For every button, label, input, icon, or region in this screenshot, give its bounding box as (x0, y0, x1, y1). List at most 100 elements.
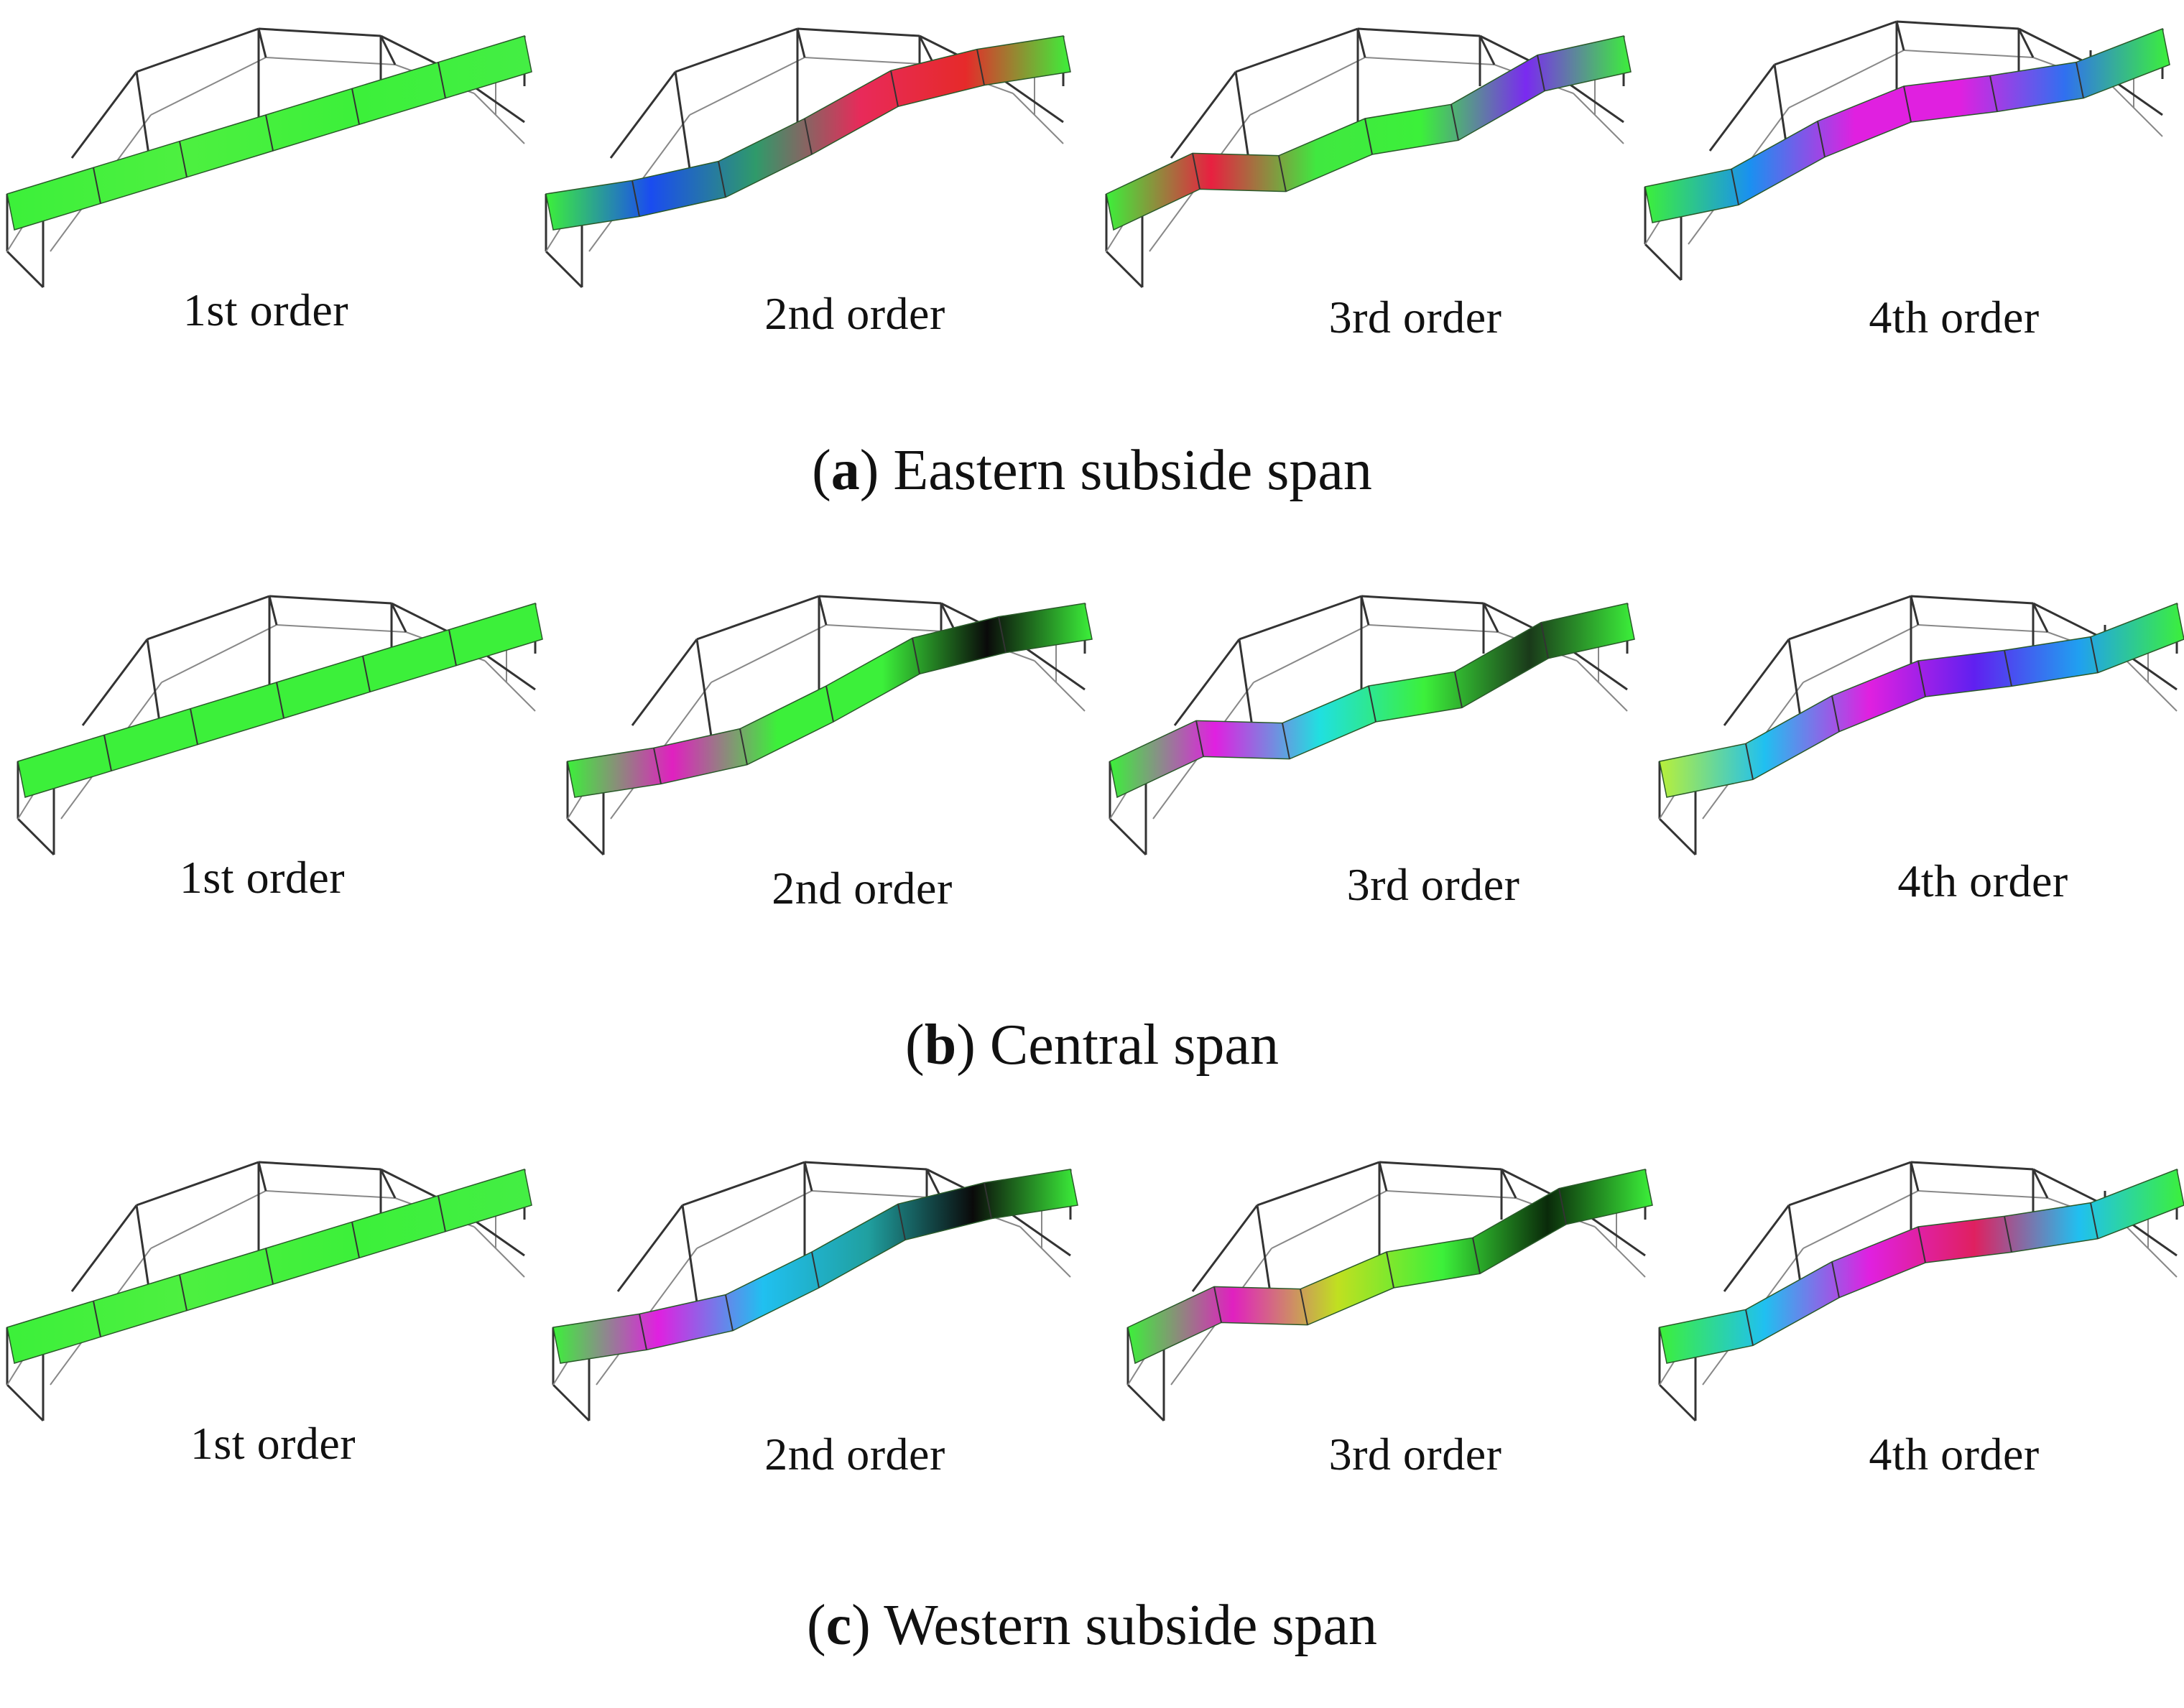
mode-panel-c-3: 3rd order (1126, 1148, 1660, 1514)
deck-panel-line (179, 141, 188, 177)
deck-panel-line (351, 1222, 360, 1258)
caption-b: (b) Central span (905, 1013, 1279, 1077)
mode-panel-b-3: 3rd order (1109, 582, 1642, 948)
mode-label: 1st order (190, 1418, 356, 1469)
caption-text: Central span (989, 1013, 1279, 1077)
deck-panel-line (825, 685, 834, 723)
deck-panel-line (890, 70, 899, 107)
deck-panel-line (2090, 1202, 2099, 1239)
deck-panel-line (1745, 743, 1754, 780)
deck-panel-line (1558, 1188, 1567, 1225)
deck-panel-line (639, 1314, 647, 1350)
deck-panel-line (93, 1301, 101, 1337)
deck-panel-line (448, 629, 457, 666)
mode-shape-c-2 (552, 1161, 1078, 1422)
caption-c: (c) Western subside span (806, 1594, 1378, 1657)
mode-label: 3rd order (1328, 292, 1502, 343)
deck-panel-line (1450, 104, 1459, 141)
deck-panel-line (998, 616, 1007, 653)
deck-panel-line (1368, 685, 1376, 723)
mode-panel-b-1: 1st order (17, 582, 550, 948)
deck-panel-line (1192, 153, 1200, 190)
mode-panel-a-2: 2nd order (545, 14, 1078, 381)
mode-shape-a-2 (545, 27, 1071, 289)
deck-panel-line (1537, 55, 1545, 91)
mode-panel-b-4: 4th order (1658, 582, 2184, 948)
mode-shape-b-1 (17, 595, 543, 856)
deck-panel-line (190, 708, 198, 745)
row-central-span: 1st order 2nd order 3rd order 4th order … (0, 567, 2184, 1142)
caption-a: (a) Eastern subside span (812, 439, 1372, 502)
deck-panel-line (179, 1274, 188, 1311)
deck-panel-line (1386, 1251, 1394, 1289)
caption-text: Western subside span (884, 1594, 1378, 1657)
deck-panel-line (653, 748, 662, 784)
deck-panel-line (897, 1204, 906, 1240)
mode-panel-c-1: 1st order (6, 1148, 539, 1514)
mode-label: 3rd order (1328, 1429, 1502, 1480)
deck-panel-line (1917, 660, 1926, 697)
deck-panel-line (1817, 121, 1826, 157)
deformed-deck (1659, 602, 2184, 798)
mode-shape-a-3 (1105, 27, 1632, 289)
row-western-subside-span: 1st order 2nd order 3rd order 4th order … (0, 1133, 2184, 1708)
mode-panel-a-1: 1st order (6, 14, 539, 381)
deck-panel-line (1213, 1286, 1222, 1323)
deck-panel-line (265, 1248, 274, 1285)
mode-label: 2nd order (764, 1429, 945, 1480)
mode-shape-a-4 (1644, 20, 2170, 282)
deck-panel-line (912, 638, 920, 674)
deck-panel-line (1831, 1261, 1840, 1298)
deck-panel-line (1282, 723, 1290, 759)
deck-panel-line (2076, 62, 2084, 98)
mode-panel-b-2: 2nd order (566, 582, 1099, 948)
deck-panel-line (1903, 85, 1912, 123)
deck-panel-line (103, 735, 112, 771)
deck-panel-line (1278, 155, 1287, 192)
mode-panel-c-2: 2nd order (552, 1148, 1085, 1514)
deck-panel-line (1300, 1289, 1308, 1325)
caption-tag: b (924, 1013, 957, 1077)
mode-label: 2nd order (764, 288, 945, 339)
deck-panel-line (2004, 650, 2012, 687)
deck-panel-line (718, 161, 726, 198)
deck-panel-line (1831, 695, 1840, 732)
deck-panel-line (1195, 720, 1204, 757)
deck-panel-line (984, 1182, 992, 1219)
mode-panel-a-4: 4th order (1644, 7, 2177, 373)
deck-panel-line (725, 1294, 734, 1331)
mode-label: 2nd order (772, 863, 953, 914)
deck-panel-line (438, 1195, 446, 1232)
truss-wireframe (1644, 20, 2164, 282)
mode-shape-c-3 (1126, 1161, 1653, 1422)
mode-label: 1st order (179, 852, 346, 903)
row-eastern-subside-span: 1st order 2nd order 3rd order 4th order … (0, 0, 2184, 575)
deck-panel-line (265, 114, 274, 152)
deck-panel-line (362, 656, 371, 692)
deformed-deck (1659, 1168, 2184, 1364)
deck-panel-line (1364, 118, 1373, 155)
mode-shape-b-4 (1658, 595, 2184, 856)
deformed-deck (1644, 27, 2170, 223)
mode-label: 4th order (1897, 855, 2068, 906)
mode-shape-c-1 (6, 1161, 532, 1422)
deck-panel-line (93, 167, 101, 204)
deck-panel-line (804, 118, 813, 155)
mode-label: 1st order (182, 284, 349, 335)
mode-label: 3rd order (1346, 859, 1520, 910)
deck-panel-line (276, 682, 284, 719)
mode-label: 4th order (1869, 292, 2040, 343)
deck-panel-line (1731, 169, 1739, 205)
mode-label: 4th order (1869, 1429, 2040, 1480)
mode-panel-c-4: 4th order (1658, 1148, 2184, 1514)
deck-panel-line (976, 49, 985, 85)
deck-panel-line (1540, 622, 1549, 659)
deck-panel-line (438, 62, 446, 98)
mode-shape-b-3 (1109, 595, 1635, 856)
caption-text: Eastern subside span (893, 439, 1372, 502)
caption-tag: c (825, 1594, 852, 1657)
deck-panel-line (1745, 1309, 1754, 1346)
caption-tag: a (830, 439, 860, 502)
mode-panel-a-3: 3rd order (1105, 14, 1638, 381)
deck-panel-line (351, 88, 360, 125)
